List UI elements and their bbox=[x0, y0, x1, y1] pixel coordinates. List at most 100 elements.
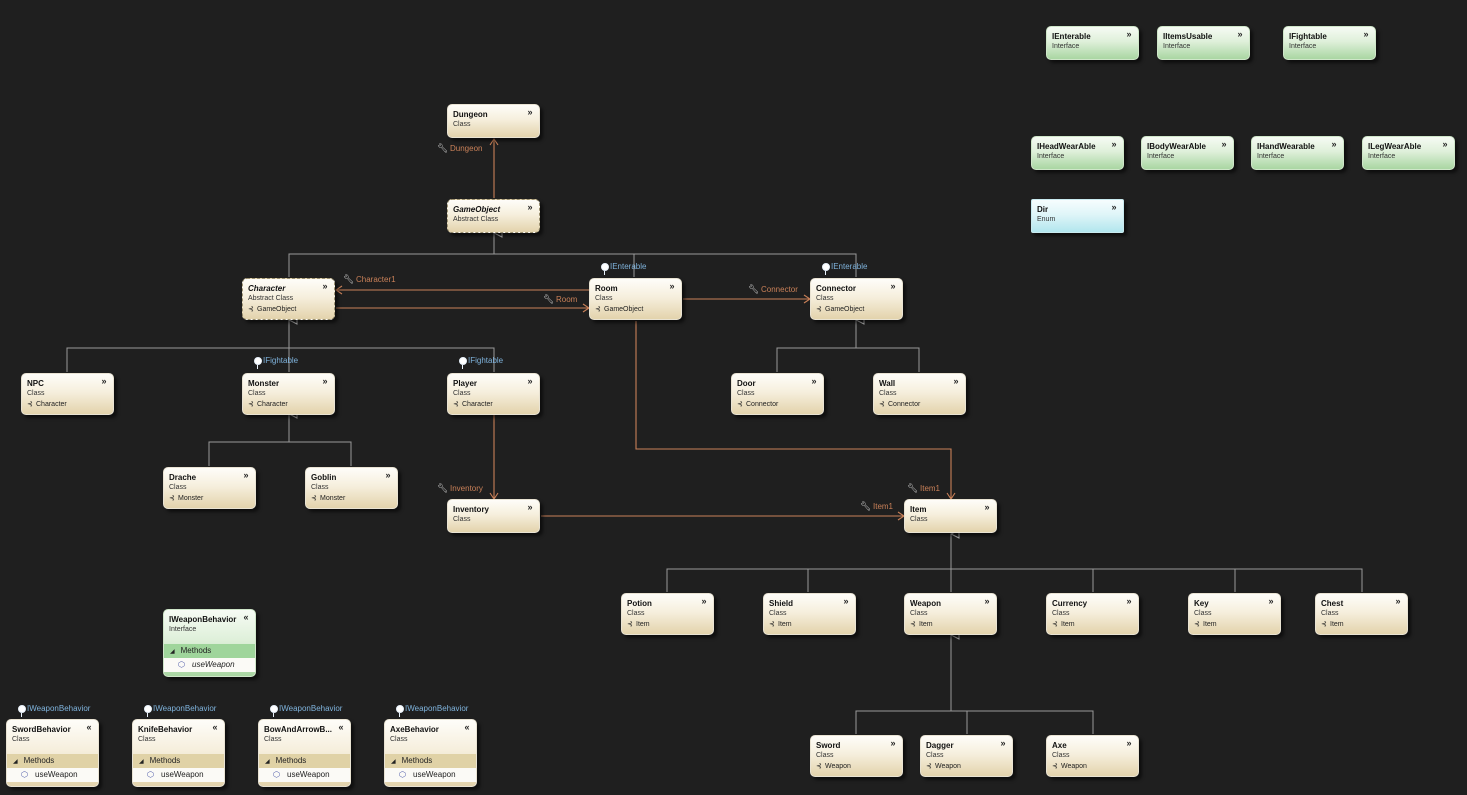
methods-section[interactable]: ◢Methods bbox=[7, 754, 98, 768]
shield-class-box[interactable]: Shield Class ⊰Item » bbox=[763, 593, 856, 635]
chevron-down-icon[interactable]: » bbox=[1000, 738, 1006, 748]
method-item[interactable]: ⬡useWeapon bbox=[385, 768, 476, 782]
chevron-down-icon[interactable]: » bbox=[527, 376, 533, 386]
axebehavior-class-box[interactable]: AxeBehavior Class « ◢Methods ⬡useWeapon bbox=[384, 719, 477, 787]
method-item[interactable]: ⬡useWeapon bbox=[133, 768, 224, 782]
chest-class-box[interactable]: Chest Class ⊰Item » bbox=[1315, 593, 1408, 635]
chevron-down-icon[interactable]: » bbox=[101, 376, 107, 386]
method-item[interactable]: ⬡useWeapon bbox=[7, 768, 98, 782]
ihandwearable-class-box[interactable]: IHandWearable Interface » bbox=[1251, 136, 1344, 170]
sword-class-box[interactable]: Sword Class ⊰Weapon » bbox=[810, 735, 903, 777]
chevron-down-icon[interactable]: » bbox=[1363, 29, 1369, 39]
currency-class-box[interactable]: Currency Class ⊰Item » bbox=[1046, 593, 1139, 635]
iweaponbehavior-class-box[interactable]: IWeaponBehavior Interface « ◢Methods ⬡us… bbox=[163, 609, 256, 677]
lollipop-swordbehavior[interactable]: IWeaponBehavior bbox=[18, 704, 103, 719]
chevron-down-icon[interactable]: » bbox=[322, 281, 328, 291]
lollipop-monster-ifightable[interactable]: IFightable bbox=[254, 356, 314, 371]
dungeon-class-box[interactable]: Dungeon Class » bbox=[447, 104, 540, 138]
association-label-dungeon[interactable]: 🔧︎Dungeon bbox=[437, 143, 482, 154]
iitemsusable-class-box[interactable]: IItemsUsable Interface » bbox=[1157, 26, 1250, 60]
chevron-down-icon[interactable]: » bbox=[953, 376, 959, 386]
iheadwearable-class-box[interactable]: IHeadWearAble Interface » bbox=[1031, 136, 1124, 170]
gameobject-class-box[interactable]: GameObject Abstract Class » bbox=[447, 199, 540, 233]
chevron-up-icon[interactable]: « bbox=[212, 722, 218, 732]
weapon-class-box[interactable]: Weapon Class ⊰Item » bbox=[904, 593, 997, 635]
chevron-down-icon[interactable]: » bbox=[1331, 139, 1337, 149]
character-class-box[interactable]: Character Abstract Class ⊰GameObject » bbox=[242, 278, 335, 320]
ienterable-class-box[interactable]: IEnterable Interface » bbox=[1046, 26, 1139, 60]
lollipop-player-ifightable[interactable]: IFightable bbox=[459, 356, 519, 371]
lollipop-connector-ienterable[interactable]: IEnterable bbox=[822, 262, 882, 277]
chevron-down-icon[interactable]: » bbox=[1126, 738, 1132, 748]
chevron-down-icon[interactable]: » bbox=[385, 470, 391, 480]
chevron-down-icon[interactable]: » bbox=[322, 376, 328, 386]
association-label-character1[interactable]: 🔧︎Character1 bbox=[343, 274, 396, 285]
player-class-box[interactable]: Player Class ⊰Character » bbox=[447, 373, 540, 415]
knifebehavior-class-box[interactable]: KnifeBehavior Class « ◢Methods ⬡useWeapo… bbox=[132, 719, 225, 787]
collapse-triangle-icon[interactable]: ◢ bbox=[13, 759, 18, 765]
method-item[interactable]: ⬡useWeapon bbox=[259, 768, 350, 782]
association-label-item1-left[interactable]: 🔧︎Item1 bbox=[860, 501, 893, 512]
chevron-down-icon[interactable]: » bbox=[701, 596, 707, 606]
chevron-down-icon[interactable]: » bbox=[243, 470, 249, 480]
chevron-down-icon[interactable]: » bbox=[527, 502, 533, 512]
methods-section[interactable]: ◢Methods bbox=[133, 754, 224, 768]
monster-class-box[interactable]: Monster Class ⊰Character » bbox=[242, 373, 335, 415]
methods-section[interactable]: ◢Methods bbox=[164, 644, 255, 658]
chevron-down-icon[interactable]: » bbox=[527, 107, 533, 117]
chevron-down-icon[interactable]: » bbox=[669, 281, 675, 291]
collapse-triangle-icon[interactable]: ◢ bbox=[391, 759, 396, 765]
chevron-down-icon[interactable]: » bbox=[1395, 596, 1401, 606]
lollipop-knifebehavior[interactable]: IWeaponBehavior bbox=[144, 704, 229, 719]
ibodywearable-class-box[interactable]: IBodyWearAble Interface » bbox=[1141, 136, 1234, 170]
association-label-connector[interactable]: 🔧︎Connector bbox=[748, 284, 798, 295]
potion-class-box[interactable]: Potion Class ⊰Item » bbox=[621, 593, 714, 635]
key-class-box[interactable]: Key Class ⊰Item » bbox=[1188, 593, 1281, 635]
association-label-room[interactable]: 🔧︎Room bbox=[543, 294, 577, 305]
swordbehavior-class-box[interactable]: SwordBehavior Class « ◢Methods ⬡useWeapo… bbox=[6, 719, 99, 787]
chevron-down-icon[interactable]: » bbox=[1126, 29, 1132, 39]
chevron-down-icon[interactable]: » bbox=[890, 738, 896, 748]
collapse-triangle-icon[interactable]: ◢ bbox=[139, 759, 144, 765]
association-label-inventory[interactable]: 🔧︎Inventory bbox=[437, 483, 483, 494]
lollipop-room-ienterable[interactable]: IEnterable bbox=[601, 262, 661, 277]
chevron-down-icon[interactable]: » bbox=[1442, 139, 1448, 149]
bowandarrowbehavior-class-box[interactable]: BowAndArrowB... Class « ◢Methods ⬡useWea… bbox=[258, 719, 351, 787]
axe-class-box[interactable]: Axe Class ⊰Weapon » bbox=[1046, 735, 1139, 777]
ifightable-class-box[interactable]: IFightable Interface » bbox=[1283, 26, 1376, 60]
chevron-down-icon[interactable]: » bbox=[890, 281, 896, 291]
methods-section[interactable]: ◢Methods bbox=[385, 754, 476, 768]
chevron-down-icon[interactable]: » bbox=[1268, 596, 1274, 606]
npc-class-box[interactable]: NPC Class ⊰Character » bbox=[21, 373, 114, 415]
room-class-box[interactable]: Room Class ⊰GameObject » bbox=[589, 278, 682, 320]
drache-class-box[interactable]: Drache Class ⊰Monster » bbox=[163, 467, 256, 509]
chevron-down-icon[interactable]: » bbox=[527, 202, 533, 212]
chevron-up-icon[interactable]: « bbox=[338, 722, 344, 732]
method-item[interactable]: ⬡useWeapon bbox=[164, 658, 255, 672]
lollipop-axebehavior[interactable]: IWeaponBehavior bbox=[396, 704, 481, 719]
collapse-triangle-icon[interactable]: ◢ bbox=[170, 649, 175, 655]
chevron-up-icon[interactable]: « bbox=[243, 612, 249, 622]
association-label-item1-top[interactable]: 🔧︎Item1 bbox=[907, 483, 940, 494]
dir-enum-box[interactable]: Dir Enum » bbox=[1031, 199, 1124, 233]
chevron-down-icon[interactable]: » bbox=[843, 596, 849, 606]
item-class-box[interactable]: Item Class » bbox=[904, 499, 997, 533]
chevron-down-icon[interactable]: » bbox=[811, 376, 817, 386]
dagger-class-box[interactable]: Dagger Class ⊰Weapon » bbox=[920, 735, 1013, 777]
lollipop-bowandarrowbehavior[interactable]: IWeaponBehavior bbox=[270, 704, 355, 719]
chevron-down-icon[interactable]: » bbox=[1237, 29, 1243, 39]
ilegwearable-class-box[interactable]: ILegWearAble Interface » bbox=[1362, 136, 1455, 170]
methods-section[interactable]: ◢Methods bbox=[259, 754, 350, 768]
chevron-up-icon[interactable]: « bbox=[86, 722, 92, 732]
chevron-down-icon[interactable]: » bbox=[984, 502, 990, 512]
collapse-triangle-icon[interactable]: ◢ bbox=[265, 759, 270, 765]
chevron-down-icon[interactable]: » bbox=[1126, 596, 1132, 606]
inventory-class-box[interactable]: Inventory Class » bbox=[447, 499, 540, 533]
connector-class-box[interactable]: Connector Class ⊰GameObject » bbox=[810, 278, 903, 320]
chevron-up-icon[interactable]: « bbox=[464, 722, 470, 732]
chevron-down-icon[interactable]: » bbox=[1111, 202, 1117, 212]
chevron-down-icon[interactable]: » bbox=[1221, 139, 1227, 149]
chevron-down-icon[interactable]: » bbox=[1111, 139, 1117, 149]
wall-class-box[interactable]: Wall Class ⊰Connector » bbox=[873, 373, 966, 415]
